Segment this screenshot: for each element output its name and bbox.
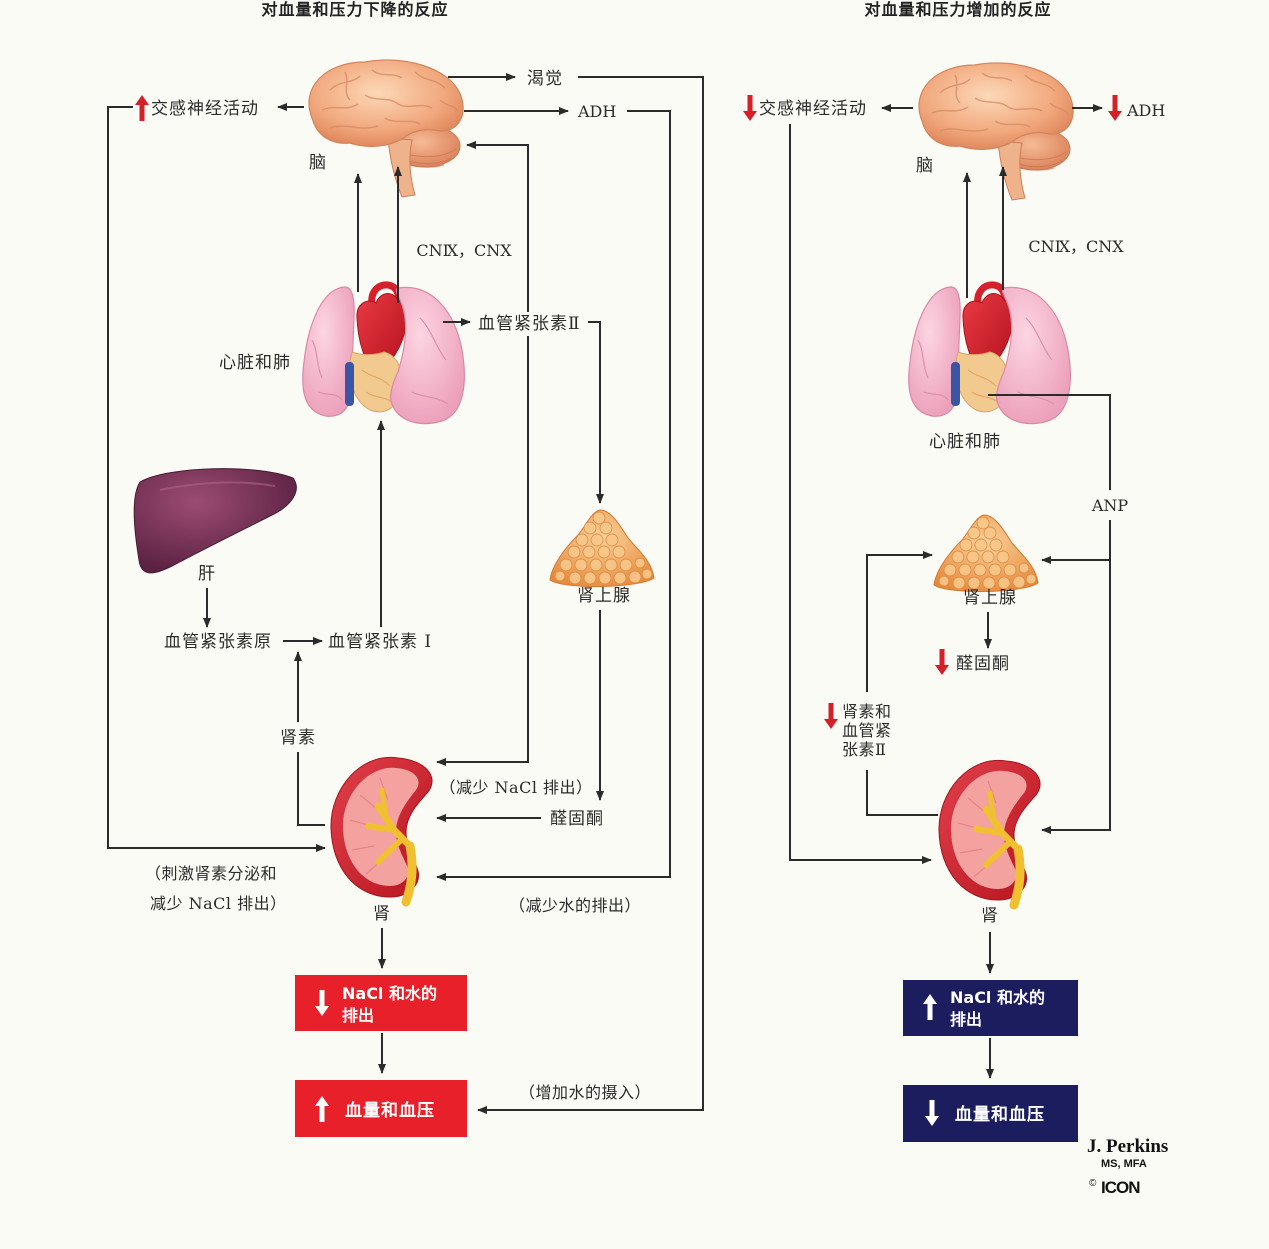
kidney-illustration — [331, 757, 432, 902]
heart-lung-illustration — [909, 285, 1071, 424]
excretion-box-line2: 排出 — [950, 1010, 982, 1029]
renin-label: 肾素 — [280, 728, 316, 748]
arrow-renin-to-adrenal — [866, 551, 933, 692]
angiotensin-1-label: 血管紧张素 Ⅰ — [328, 632, 432, 652]
stimulate-renin-label-line1: （刺激肾素分泌和 — [145, 864, 277, 883]
liver-label: 肝 — [198, 564, 216, 584]
adrenal-label: 肾上腺 — [963, 588, 1017, 608]
aldosterone-label: 醛固酮 — [956, 654, 1010, 674]
stimulate-renin-label-line2: 减少 NaCl 排出） — [150, 894, 287, 913]
credit-name: J. Perkins — [1087, 1136, 1168, 1157]
brain-illustration — [918, 62, 1074, 201]
aldosterone-down-arrow-icon — [935, 649, 949, 675]
renin-label-line1: 肾素和 — [842, 702, 892, 721]
icon-logo: ICON — [1101, 1178, 1140, 1197]
credit-degree: MS, MFA — [1101, 1158, 1147, 1170]
arrow-angiotensin-2-to-adrenal — [588, 321, 604, 504]
aldosterone-label: 醛固酮 — [550, 809, 604, 829]
arrow-angiotensin-2-to-kidney — [436, 336, 529, 766]
thirst-label: 渴觉 — [527, 69, 563, 89]
arrow-sympathetic-to-kidney — [107, 106, 326, 852]
brain-illustration — [308, 59, 464, 198]
reduce-water-label: （减少水的排出） — [509, 896, 641, 915]
liver-illustration — [133, 468, 297, 574]
angiotensin-2-label: 血管紧张素Ⅱ — [478, 314, 581, 334]
right-panel: 对血量和压力增加的反应 交感神经活动 ADH 脑 CNⅨ，CNⅩ 心脏和肺 AN… — [743, 0, 1165, 1142]
brain-label: 脑 — [309, 153, 327, 173]
line-kidney-to-renin — [297, 752, 325, 826]
renin-down-arrow-icon — [824, 703, 838, 729]
arrow-adh-to-kidney — [436, 110, 671, 881]
left-panel: 对血量和压力下降的反应 渴觉 交感神经活 — [107, 0, 704, 1137]
right-panel-title: 对血量和压力增加的反应 — [864, 0, 1051, 19]
left-panel-title: 对血量和压力下降的反应 — [261, 0, 448, 19]
sympathetic-down-arrow-icon — [743, 95, 757, 121]
renin-label-line3: 张素Ⅱ — [842, 740, 886, 759]
blood-volume-box-label: 血量和血压 — [955, 1104, 1045, 1125]
increase-water-intake-label: （增加水的摄入） — [519, 1083, 651, 1102]
angiotensinogen-label: 血管紧张素原 — [164, 632, 272, 652]
line-heart-to-anp — [988, 394, 1111, 490]
kidney-illustration — [939, 760, 1040, 905]
adrenal-illustration — [549, 509, 655, 588]
arrow-anp-to-kidney — [1041, 520, 1111, 834]
adrenal-label: 肾上腺 — [577, 586, 631, 606]
heart-lungs-label: 心脏和肺 — [929, 432, 1001, 452]
brain-label: 脑 — [916, 156, 934, 176]
arrow-thirst-to-blood-volume — [477, 76, 704, 1114]
artist-credit: J. Perkins MS, MFA © ICON — [1087, 1136, 1168, 1197]
kidney-label: 肾 — [981, 906, 999, 926]
arrow-sympathetic-to-kidney — [789, 124, 932, 864]
anp-label: ANP — [1091, 496, 1129, 515]
cranial-nerves-label: CNⅨ，CNⅩ — [416, 241, 512, 260]
sympathetic-up-arrow-icon — [135, 95, 149, 121]
excretion-box-line2: 排出 — [342, 1006, 374, 1025]
reduce-nacl-label: （减少 NaCl 排出） — [439, 778, 592, 797]
adh-down-arrow-icon — [1108, 95, 1122, 121]
kidney-label: 肾 — [373, 904, 391, 924]
copyright-symbol: © — [1089, 1178, 1097, 1189]
blood-volume-increase-box: 血量和血压 — [295, 1080, 467, 1137]
excretion-box-line1: NaCl 和水的 — [950, 988, 1045, 1007]
adh-label: ADH — [1126, 101, 1165, 120]
adh-label: ADH — [577, 102, 616, 121]
blood-volume-box-label: 血量和血压 — [345, 1100, 435, 1121]
sympathetic-activity-label: 交感神经活动 — [759, 99, 867, 119]
excretion-box-line1: NaCl 和水的 — [342, 984, 437, 1003]
cranial-nerves-label: CNⅨ，CNⅩ — [1028, 237, 1124, 256]
excretion-increase-box: NaCl 和水的 排出 — [903, 980, 1078, 1036]
adrenal-illustration — [933, 514, 1039, 593]
line-kidney-to-renin — [866, 770, 938, 816]
sympathetic-activity-label: 交感神经活动 — [151, 99, 259, 119]
arrow-angiotensin-2-to-brain — [466, 141, 529, 312]
renin-label-line2: 血管紧 — [842, 721, 892, 740]
blood-volume-decrease-box: 血量和血压 — [903, 1085, 1078, 1142]
heart-lung-illustration — [303, 285, 465, 424]
excretion-decrease-box: NaCl 和水的 排出 — [295, 975, 467, 1031]
heart-lungs-label: 心脏和肺 — [219, 353, 291, 373]
